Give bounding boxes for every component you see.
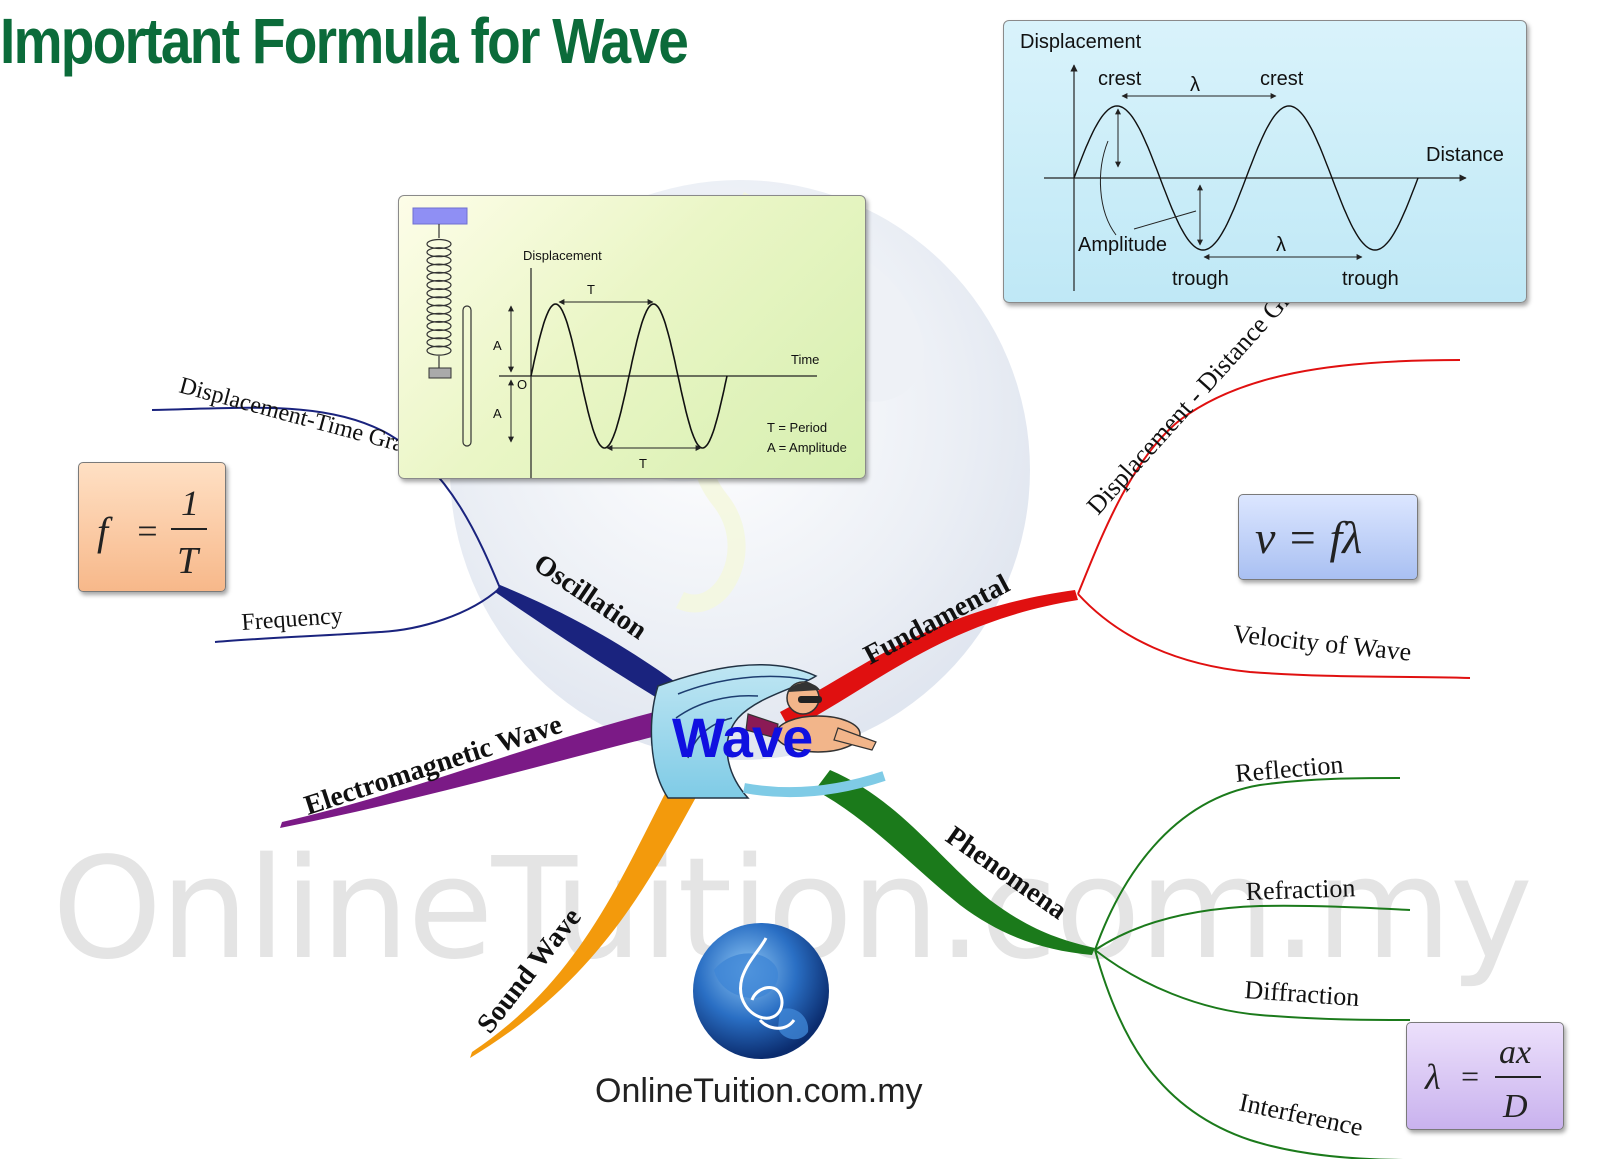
dt-legend-amplitude: A = Amplitude	[767, 440, 847, 455]
displacement-distance-graph: Displacement Distance crest crest λ λ Am…	[1020, 31, 1504, 291]
surfer-wave-icon	[650, 664, 886, 799]
spring-coil-turn	[426, 329, 452, 340]
dd-crest-label-1: crest	[1098, 68, 1142, 90]
dt-legend-period: T = Period	[767, 420, 827, 435]
label-frequency: Frequency	[241, 603, 344, 636]
formula-frequency-den: T	[177, 540, 201, 582]
logo-globe-icon	[693, 923, 829, 1059]
page-title: Important Formula for Wave	[0, 5, 689, 77]
branch-fundamental-child-velocity	[1077, 593, 1471, 679]
dd-y-label: Displacement	[1020, 31, 1142, 53]
formula-frequency-graphic: f = 1 T	[97, 483, 207, 582]
branch-oscillation-child-graph	[151, 406, 501, 589]
dd-wavelength-label-bottom: λ	[1276, 234, 1286, 256]
formula-velocity-text: v = fλ	[1255, 512, 1362, 563]
spring-coil-turn	[426, 263, 452, 274]
spring-coil-turn	[426, 345, 452, 356]
formula-frequency: f = 1 T	[78, 462, 226, 592]
formula-velocity: v = fλ	[1238, 494, 1418, 580]
branch-phenomena-child-diffraction	[1094, 949, 1411, 1021]
label-electromagnetic-wave: Electromagnetic Wave	[301, 709, 566, 822]
label-displacement-time-graph: Displacement-Time Graph	[176, 373, 430, 464]
dd-wave-curve	[1073, 105, 1419, 251]
label-diffraction: Diffraction	[1244, 975, 1361, 1012]
branch-phenomena-child-interference	[1094, 949, 1411, 1159]
spring-coil-turn	[426, 279, 452, 291]
dd-trough-label-2: trough	[1342, 268, 1399, 290]
displacement-time-graph-panel: Displacement Time O A A T T T = Period A…	[398, 195, 866, 479]
formula-frequency-lhs: f	[97, 509, 113, 554]
dd-x-label: Distance	[1426, 144, 1504, 166]
branch-fundamental-child-graph	[1077, 359, 1461, 595]
spring-coil-turn	[426, 247, 452, 258]
label-interference: Interference	[1237, 1088, 1366, 1142]
label-oscillation: Oscillation	[528, 548, 653, 646]
label-reflection: Reflection	[1234, 750, 1344, 788]
branch-oscillation-child-frequency	[214, 587, 501, 643]
label-velocity-of-wave: Velocity of Wave	[1231, 619, 1412, 667]
displacement-time-graph: Displacement Time O A A T T T = Period A…	[412, 207, 847, 478]
formula-interference-num: ax	[1499, 1034, 1531, 1071]
dt-wave-curve	[530, 303, 728, 449]
dt-period-label-top: T	[587, 282, 595, 297]
footer-site-name: OnlineTuition.com.my	[595, 1072, 923, 1110]
spring-support-icon	[412, 207, 468, 225]
center-label-wave: Wave	[672, 706, 813, 769]
dt-period-label-bottom: T	[639, 456, 647, 471]
spring-coil-turn	[426, 271, 452, 282]
formula-interference-eq: =	[1459, 1058, 1481, 1094]
label-fundamental: Fundamental	[859, 568, 1015, 671]
dt-x-label: Time	[791, 352, 819, 367]
label-phenomena: Phenomena	[940, 820, 1072, 926]
dd-amplitude-label: Amplitude	[1078, 234, 1167, 256]
dd-wavelength-label-top: λ	[1190, 74, 1200, 96]
formula-interference-den: D	[1502, 1088, 1528, 1125]
label-refraction: Refraction	[1245, 873, 1356, 906]
spring-mass-icon	[428, 367, 452, 379]
spring-coil-turn	[426, 304, 452, 315]
formula-interference: λ = ax D	[1406, 1022, 1564, 1130]
dd-crest-label-2: crest	[1260, 68, 1304, 90]
label-sound-wave: Sound Wave	[471, 902, 588, 1039]
spring-coil-turn	[426, 238, 452, 250]
spring-coil-turn	[426, 288, 452, 299]
branch-oscillation	[495, 585, 700, 718]
dt-origin-label: O	[517, 377, 527, 392]
spring-coil-turn	[426, 255, 452, 266]
dt-amplitude-label-top: A	[493, 338, 502, 353]
formula-frequency-eq: =	[135, 511, 159, 551]
branch-electromagnetic	[280, 708, 680, 828]
displacement-distance-graph-panel: Displacement Distance crest crest λ λ Am…	[1003, 20, 1527, 303]
dt-y-label: Displacement	[523, 248, 602, 263]
spring-coil-turn	[426, 312, 452, 323]
formula-frequency-num: 1	[181, 483, 199, 523]
spring-coil-turn	[426, 320, 452, 332]
formula-interference-graphic: λ = ax D	[1424, 1034, 1541, 1125]
dt-amplitude-label-bottom: A	[493, 406, 502, 421]
branch-sound	[470, 780, 700, 1058]
branch-phenomena	[815, 770, 1095, 955]
branch-phenomena-child-reflection	[1094, 777, 1401, 951]
branch-phenomena-child-refraction	[1094, 904, 1411, 951]
spring-coil-icon	[426, 238, 452, 356]
formula-interference-lhs: λ	[1424, 1057, 1441, 1097]
dd-trough-label-1: trough	[1172, 268, 1229, 290]
spring-coil-turn	[426, 337, 452, 348]
formula-velocity-graphic: v = fλ	[1255, 512, 1362, 563]
spring-coil-turn	[426, 296, 452, 307]
